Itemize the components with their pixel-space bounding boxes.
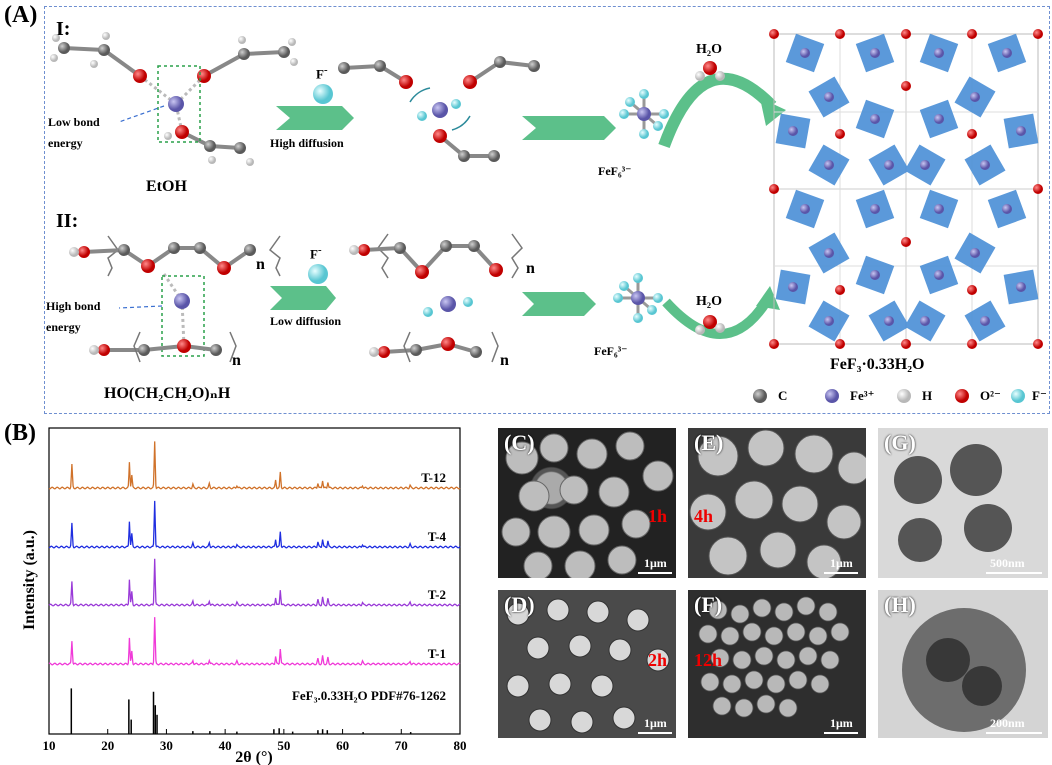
xrd-line-t-2 <box>48 558 461 607</box>
series-label: T-4 <box>428 529 447 544</box>
scale-bar-label: 1μm <box>644 716 667 730</box>
scale-bar <box>986 732 1042 734</box>
tem-image-g: (G) 500nm <box>878 428 1048 578</box>
sem-image-f: (F) 12h 1μm <box>688 590 866 738</box>
high-diffusion-label: High diffusion <box>270 136 344 150</box>
scale-bar <box>824 572 858 574</box>
water-label-i: H₂O <box>696 42 722 57</box>
panel-a-frame <box>44 6 1050 414</box>
scale-bar <box>986 572 1042 574</box>
x-tick-label: 40 <box>219 738 232 753</box>
time-label: 1h <box>648 506 668 526</box>
low-diffusion-arrow <box>270 286 336 310</box>
time-label: 4h <box>694 506 714 526</box>
y-axis-label: Intensity (a.u.) <box>21 530 38 630</box>
sem-image-e: (E) 4h 1μm <box>688 428 866 578</box>
x-tick-label: 50 <box>277 738 290 753</box>
series-label: T-1 <box>428 646 446 661</box>
x-axis-ticks: 10 20 30 40 50 60 70 80 <box>43 729 467 753</box>
x-tick-label: 20 <box>101 738 114 753</box>
legend-c: C <box>778 388 788 403</box>
x-tick-label: 10 <box>43 738 56 753</box>
micrograph-tag: (D) <box>504 592 535 617</box>
water-molecule-i <box>695 61 725 81</box>
scale-bar-label: 1μm <box>830 716 853 730</box>
legend-h: H <box>922 388 933 403</box>
plot-frame <box>48 427 461 735</box>
legend-fe: Fe³⁺ <box>850 388 875 403</box>
x-axis-label: 2θ (°) <box>235 749 272 765</box>
fluoride-label-ii: F- <box>310 244 322 262</box>
scale-bar-label: 1μm <box>644 556 667 570</box>
micrograph-tag: (E) <box>694 430 724 455</box>
micrograph-tag: (G) <box>884 430 916 455</box>
peg-fe-complex <box>69 235 281 363</box>
product-label: FeF₃·0.33H₂O <box>830 356 925 373</box>
hydration-arrow-i <box>658 72 777 149</box>
water-molecule-ii <box>695 315 725 335</box>
peg-label: HO(CH₂CH₂O)ₙH <box>104 385 231 402</box>
route-i-label: I: <box>56 18 71 40</box>
scale-bar-label: 1μm <box>830 556 853 570</box>
hydration-arrow-ii <box>662 298 771 339</box>
x-tick-label: 70 <box>395 738 408 753</box>
route-ii-label: II: <box>56 210 79 232</box>
high-diffusion-arrow <box>276 106 354 130</box>
tem-image-h: (H) 200nm <box>878 590 1048 738</box>
scale-bar <box>824 732 858 734</box>
series-label: T-2 <box>428 587 446 602</box>
low-diffusion-label: Low diffusion <box>270 314 342 328</box>
panel-b-label: (B) <box>4 420 36 446</box>
water-label-ii: H₂O <box>696 294 722 309</box>
x-tick-label: 30 <box>160 738 173 753</box>
fef6-label-i: FeF₆³⁻ <box>598 164 632 178</box>
micrograph-tag: (C) <box>504 430 535 455</box>
sem-image-d: (D) 2h 1μm <box>498 590 676 738</box>
reference-label: FeF₃.0.33H₂O PDF#76-1262 <box>292 688 446 703</box>
n-label-4: n <box>500 352 509 369</box>
reaction-scheme <box>50 29 1043 403</box>
fef6-route-ii <box>613 273 663 323</box>
fluoride-label-i: F- <box>316 64 328 82</box>
n-label-2: n <box>232 352 241 369</box>
legend-f: F⁻ <box>1032 388 1047 403</box>
n-label-1: n <box>256 256 265 273</box>
time-label: 2h <box>648 650 668 670</box>
panel-a-label: (A) <box>4 2 38 28</box>
x-tick-label: 60 <box>336 738 349 753</box>
xrd-chart: 10 20 30 40 50 60 70 80 T-12T-4T-2T-1 Intensity… <box>21 427 467 765</box>
x-tick-label: 80 <box>454 738 467 753</box>
etoh-fluoride-attack <box>338 56 540 162</box>
peg-fluoride-attack <box>349 233 523 363</box>
xrd-line-t-1 <box>48 617 461 666</box>
scale-bar-label: 200nm <box>990 716 1025 730</box>
scale-bar <box>638 732 672 734</box>
sem-image-c: (C) 1h 1μm <box>498 428 676 578</box>
route-i-arrow-2 <box>522 116 616 140</box>
fef6-label-ii: FeF₆³⁻ <box>594 344 628 358</box>
reference-pattern <box>70 688 412 734</box>
fef3-lattice <box>769 29 1043 349</box>
atom-legend <box>753 389 1025 403</box>
micrograph-tag: (F) <box>694 592 723 617</box>
scale-bar <box>638 572 672 574</box>
micrograph-tag: (H) <box>884 592 916 617</box>
series-label: T-12 <box>421 470 446 485</box>
etoh-label: EtOH <box>146 178 187 195</box>
etoh-fe-complex <box>50 32 298 166</box>
xrd-line-t-12 <box>48 441 461 490</box>
xrd-line-t-4 <box>48 500 461 549</box>
fef6-route-i <box>619 89 669 139</box>
n-label-3: n <box>526 260 535 277</box>
legend-o: O²⁻ <box>980 388 1001 403</box>
time-label: 12h <box>694 650 723 670</box>
xrd-series-group: T-12T-4T-2T-1 <box>48 441 461 666</box>
scale-bar-label: 500nm <box>990 556 1025 570</box>
route-ii-arrow-2 <box>522 292 596 316</box>
